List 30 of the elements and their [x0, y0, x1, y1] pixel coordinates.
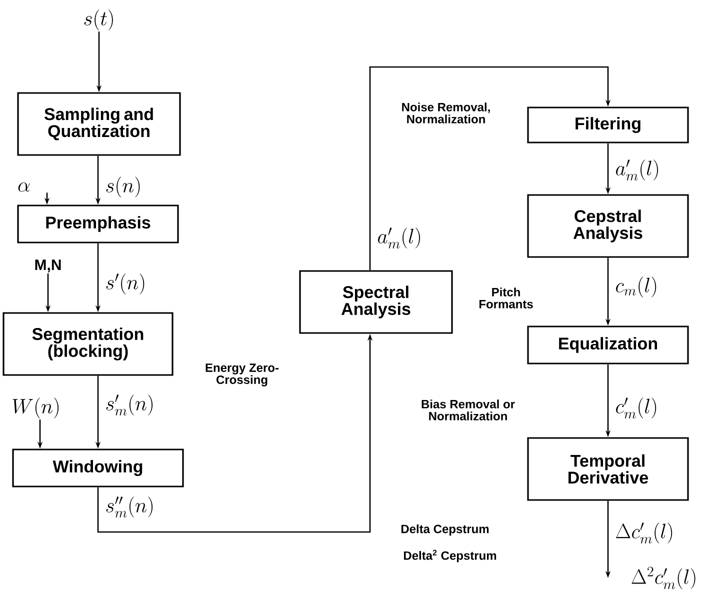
process-box: Sampling and Quantization — [17, 92, 181, 156]
process-box: Cepstral Analysis — [527, 194, 689, 258]
edge-label: $c_m(l)$ — [616, 276, 656, 298]
annotation: Energy Zero-Crossing — [206, 364, 279, 386]
edge-label: $a'_m(l)$ — [378, 228, 420, 248]
edge-label: $s'_m(n)$ — [106, 394, 153, 416]
process-box: Equalization — [527, 326, 689, 364]
process-box: Spectral Analysis — [299, 270, 453, 334]
signal-label: $W(n)$ — [12, 398, 59, 418]
edge-label: $s'(n)$ — [106, 274, 144, 294]
annotation: Pitch Formants — [479, 288, 533, 308]
process-box: Windowing — [12, 448, 184, 488]
edge-label: $s(n)$ — [106, 176, 140, 198]
edge-label: $a'_m(l)$ — [616, 160, 658, 180]
parameter-label: M,N — [35, 260, 61, 272]
signal-label: $\alpha$ — [18, 182, 30, 192]
process-box: Preemphasis — [17, 204, 179, 244]
edge-label: $\Delta c'_m(l)$ — [616, 522, 672, 544]
process-box: Filtering — [527, 106, 689, 144]
annotation: Bias Removal or Normalization — [422, 400, 515, 420]
annotation: Delta Cepstrum — [401, 524, 489, 536]
edge-label: $s''_m(n)$ — [106, 496, 153, 518]
annotation: Noise Removal, Normalization — [402, 102, 490, 124]
signal-label: $\Delta^2 c'_m(l)$ — [632, 566, 696, 590]
edge-label: $c'_m(l)$ — [616, 398, 656, 418]
process-box: Segmentation (blocking) — [2, 312, 174, 376]
signal-label: $s(t)$ — [84, 10, 113, 30]
arrow — [369, 66, 611, 270]
process-box: Temporal Derivative — [527, 437, 689, 501]
annotation: Delta$^{2}$ Cepstrum — [404, 550, 496, 562]
